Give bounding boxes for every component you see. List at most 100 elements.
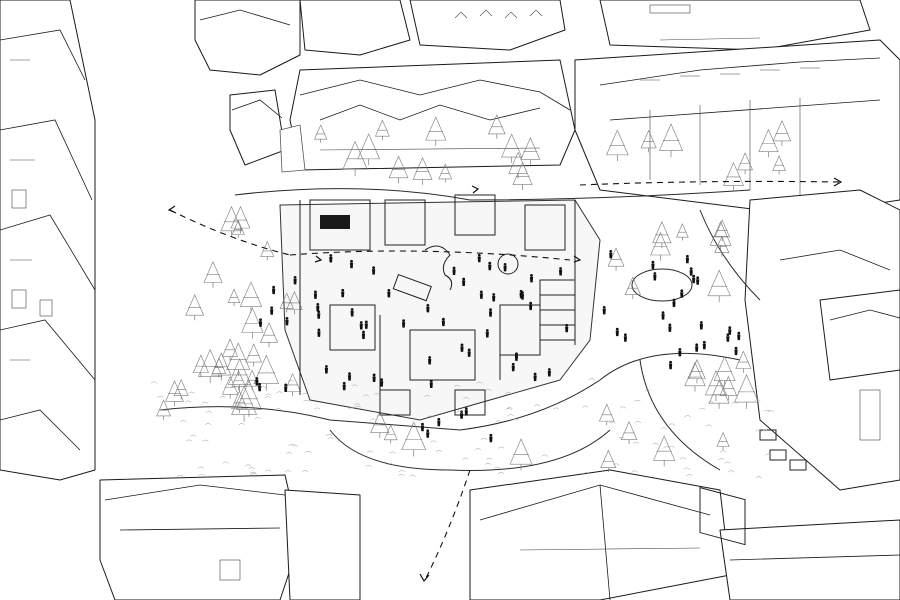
ground-hatch — [235, 404, 243, 407]
tree-icon — [624, 276, 641, 300]
ground-hatch — [254, 417, 261, 420]
spiral-stair — [424, 245, 453, 291]
person-icon — [734, 346, 738, 356]
person-icon — [255, 377, 259, 386]
tree-icon — [508, 151, 528, 179]
tree-icon — [438, 163, 453, 183]
tree-icon — [509, 438, 533, 471]
ground-hatch — [512, 418, 519, 421]
ground-hatch — [302, 392, 309, 395]
ground-hatch — [351, 384, 358, 387]
ground-hatch — [765, 453, 772, 456]
ground-hatch — [287, 379, 295, 382]
pavilion-dark-panel — [320, 215, 350, 229]
tree-icon — [231, 390, 248, 414]
ground-hatch — [505, 392, 512, 395]
ground-hatch — [728, 470, 735, 473]
ground-hatch — [362, 394, 370, 397]
tree-icon — [221, 375, 239, 399]
person-icon — [685, 254, 689, 264]
dashed-arrow-icon — [314, 255, 323, 263]
person-icon — [258, 382, 262, 392]
person-icon — [462, 277, 466, 287]
ground-hatch — [462, 457, 469, 460]
tree-icon — [606, 129, 629, 162]
tree-icon — [735, 350, 752, 373]
person-icon — [349, 259, 354, 269]
tree-icon — [653, 435, 676, 467]
tree-icon — [198, 348, 223, 384]
person-icon — [488, 261, 492, 271]
tree-icon — [203, 261, 223, 288]
tree-icon — [704, 370, 727, 401]
tree-icon — [284, 372, 301, 397]
ground-hatch — [663, 446, 670, 449]
person-icon — [452, 266, 456, 276]
person-icon — [341, 288, 345, 298]
person-icon — [342, 381, 346, 391]
ground-hatch — [260, 386, 267, 389]
ground-hatch — [219, 396, 226, 399]
ground-hatch — [327, 437, 334, 440]
ground-hatch — [373, 422, 380, 425]
person-icon — [372, 373, 376, 382]
person-icon — [514, 352, 519, 361]
tree-icon — [676, 223, 689, 241]
tree-icon — [600, 449, 617, 473]
ground-hatch — [198, 473, 205, 476]
ground-hatch — [265, 469, 272, 472]
ground-hatch — [718, 458, 725, 461]
person-icon — [441, 317, 445, 327]
person-icon — [668, 360, 673, 370]
ground-hatch — [265, 393, 272, 396]
ground-hatch — [250, 472, 257, 475]
person-icon — [678, 347, 682, 357]
person-icon — [653, 272, 657, 281]
tree-icon — [211, 357, 227, 378]
ground-hatch — [719, 450, 727, 453]
ground-hatch — [376, 414, 384, 417]
person-icon — [258, 318, 263, 327]
tree-icon — [716, 431, 730, 450]
tree-icon — [374, 119, 390, 141]
tree-icon — [342, 140, 368, 177]
ground-hatch — [305, 450, 312, 453]
ground-hatch — [609, 421, 616, 424]
dashed-arrow-icon — [471, 185, 480, 194]
person-icon — [460, 343, 464, 352]
tree-icon — [684, 361, 706, 392]
tree-icon — [401, 421, 427, 457]
ground-hatch — [204, 423, 212, 426]
tree-icon — [211, 352, 232, 381]
ground-hatch — [583, 472, 590, 475]
person-icon — [533, 372, 537, 381]
tree-icon — [227, 358, 252, 391]
ground-hatch — [202, 439, 209, 442]
pavilion-frame-1 — [309, 199, 371, 251]
flow-south — [424, 469, 471, 581]
path-loop — [329, 429, 611, 471]
ground-hatch — [495, 420, 502, 423]
tree-icon — [737, 152, 753, 175]
pavilion-frame-5 — [329, 304, 376, 351]
ground-hatch — [505, 408, 512, 411]
round-planter — [631, 268, 693, 302]
person-icon — [316, 303, 320, 312]
ground-hatch — [497, 471, 505, 474]
central-plaza — [279, 199, 601, 421]
person-icon — [668, 323, 672, 332]
ground-hatch — [370, 418, 377, 421]
dashed-arrow-icon — [167, 205, 177, 214]
ground-hatch — [463, 397, 470, 400]
person-icon — [361, 330, 366, 339]
ground-hatch — [238, 423, 245, 426]
building-top-left — [194, 0, 411, 166]
person-icon — [689, 267, 693, 276]
person-icon — [284, 383, 288, 392]
tree-icon — [620, 421, 638, 445]
tree-icon — [512, 161, 533, 190]
ground-hatch — [660, 427, 667, 430]
tree-icon — [222, 338, 239, 361]
